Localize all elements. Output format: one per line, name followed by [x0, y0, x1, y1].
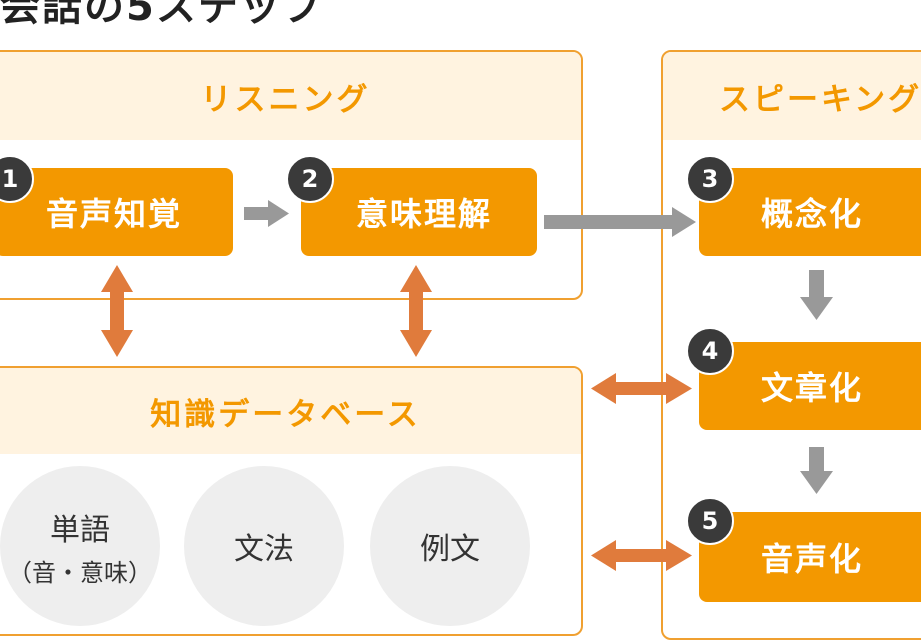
knowledge-header: 知識データベース [0, 368, 581, 454]
knowledge-item-word-label: 単語 [50, 512, 110, 548]
step-2-label: 意味理解 [355, 195, 492, 233]
flow-arrow-4-5 [800, 447, 833, 494]
flow-arrow-3-4 [800, 270, 833, 320]
diagram-title: 会話の5ステップ [0, 0, 324, 30]
step-1-box: 音声知覚 [0, 168, 233, 256]
step-2-badge: 2 [286, 155, 334, 203]
step-1-label: 音声知覚 [45, 195, 182, 233]
knowledge-item-grammar: 文法 [184, 466, 344, 626]
link-arrow-knowledge-step5 [591, 540, 692, 571]
step-4-label: 文章化 [761, 369, 864, 407]
speaking-header-label: スピーキング [719, 81, 921, 118]
link-arrow-step1-knowledge [101, 265, 133, 357]
step-3-badge: 3 [686, 155, 734, 203]
knowledge-item-word-sub: （音・意味） [8, 558, 152, 587]
step-2-box: 意味理解 [301, 168, 537, 256]
link-arrow-step2-knowledge [400, 265, 432, 357]
arrows-layer [101, 200, 833, 571]
flow-arrow-2-3 [544, 207, 696, 237]
step-3-box: 概念化 [699, 168, 921, 256]
flow-arrow-1-2 [244, 200, 289, 227]
step-5-label: 音声化 [761, 540, 864, 578]
listening-header: リスニング [0, 52, 581, 140]
step-4-badge: 4 [686, 327, 734, 375]
speaking-header: スピーキング [663, 52, 921, 140]
knowledge-item-grammar-label: 文法 [234, 532, 294, 567]
knowledge-item-word: 単語 （音・意味） [0, 466, 160, 626]
step-5-box: 音声化 [699, 512, 921, 602]
link-arrow-knowledge-step4 [591, 373, 692, 404]
step-4-box: 文章化 [699, 342, 921, 430]
knowledge-item-examples-label: 例文 [420, 532, 480, 567]
knowledge-item-examples: 例文 [370, 466, 530, 626]
step-5-badge: 5 [686, 497, 734, 545]
step-3-label: 概念化 [761, 195, 864, 233]
